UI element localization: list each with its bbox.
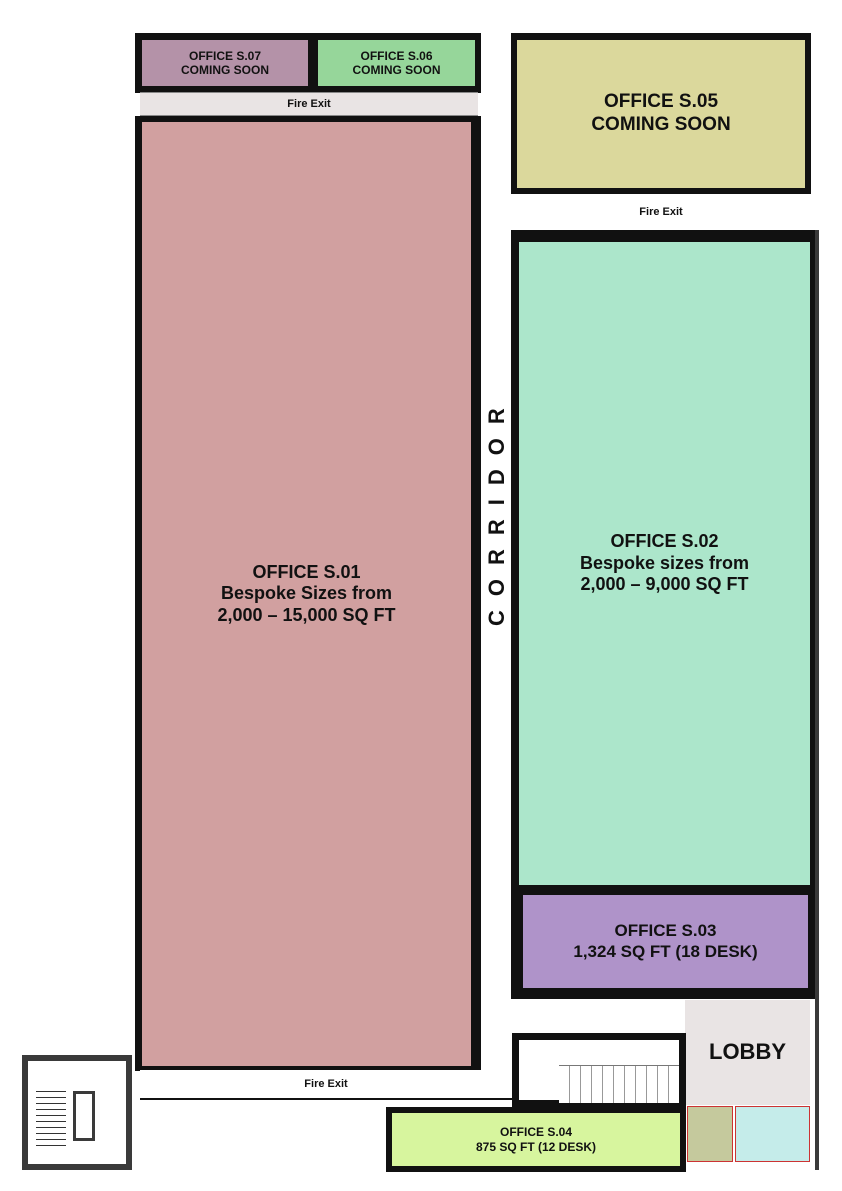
- lift-room: [735, 1106, 810, 1162]
- lobby[interactable]: LOBBY: [685, 1000, 810, 1105]
- corridor-text: CORRIDOR: [484, 394, 509, 626]
- office-s02-name: OFFICE S.02: [610, 531, 719, 552]
- toilets: [512, 1033, 686, 1107]
- office-s05-status: COMING SOON: [591, 114, 731, 135]
- office-s02-desc: Bespoke sizes from: [579, 552, 750, 573]
- office-s06-name: OFFICE S.06: [360, 48, 433, 63]
- office-s05[interactable]: OFFICE S.05 COMING SOON: [517, 40, 805, 188]
- fire-exit-top: Fire Exit: [140, 92, 478, 116]
- office-s06-status: COMING SOON: [352, 63, 441, 77]
- office-s01-size: 2,000 – 15,000 SQ FT: [217, 604, 396, 625]
- stairwell: [22, 1055, 132, 1170]
- stair-core: [73, 1091, 95, 1141]
- fire-exit-label: Fire Exit: [287, 98, 331, 110]
- office-s06[interactable]: OFFICE S.06 COMING SOON: [318, 40, 475, 86]
- fire-exit-label: Fire Exit: [639, 205, 683, 218]
- lobby-label: LOBBY: [709, 1039, 786, 1065]
- office-s05-name: OFFICE S.05: [603, 91, 719, 113]
- fire-exit-bottom: Fire Exit: [140, 1070, 512, 1100]
- office-s07-name: OFFICE S.07: [188, 48, 262, 63]
- fire-exit-label: Fire Exit: [304, 1078, 348, 1090]
- office-s02-size: 2,000 – 9,000 SQ FT: [580, 574, 749, 595]
- toilet-cubicles: [559, 1065, 679, 1103]
- stairs: [36, 1091, 66, 1151]
- office-s07-status: COMING SOON: [180, 63, 269, 77]
- office-s01[interactable]: OFFICE S.01 Bespoke Sizes from 2,000 – 1…: [142, 122, 471, 1066]
- office-s03-name: OFFICE S.03: [614, 921, 717, 941]
- corridor-label: CORRIDOR: [482, 360, 512, 660]
- office-s07[interactable]: OFFICE S.07 COMING SOON: [142, 40, 308, 86]
- office-s03-size: 1,324 SQ FT (18 DESK): [573, 941, 758, 961]
- office-s02[interactable]: OFFICE S.02 Bespoke sizes from 2,000 – 9…: [519, 242, 810, 885]
- office-s04-name: OFFICE S.04: [499, 1125, 573, 1140]
- office-s03[interactable]: OFFICE S.03 1,324 SQ FT (18 DESK): [523, 895, 808, 988]
- outer-wall: [815, 230, 819, 1170]
- office-s04[interactable]: OFFICE S.04 875 SQ FT (12 DESK): [392, 1113, 680, 1166]
- office-s01-desc: Bespoke Sizes from: [220, 583, 393, 604]
- office-s04-size: 875 SQ FT (12 DESK): [475, 1139, 597, 1154]
- office-s01-name: OFFICE S.01: [252, 561, 361, 582]
- fire-exit-right: Fire Exit: [513, 195, 809, 228]
- lift-room: [687, 1106, 733, 1162]
